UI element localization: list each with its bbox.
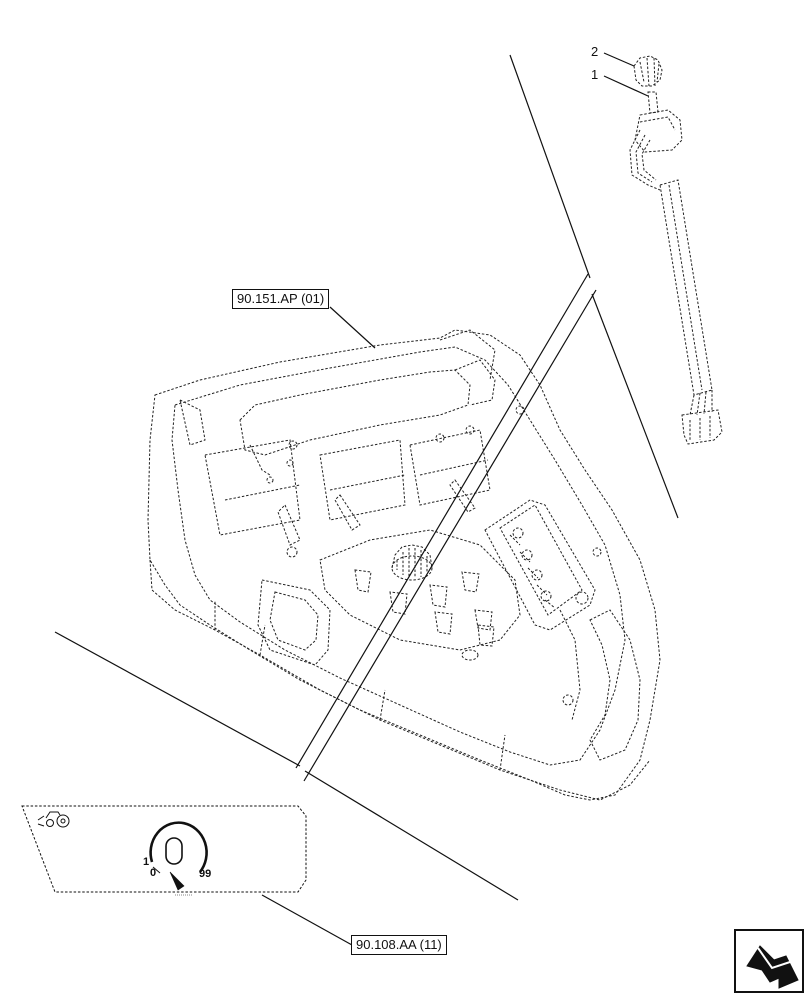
callout-item-1: 1	[591, 67, 599, 82]
dial-min-label-0: 0	[150, 867, 157, 879]
control-label-decal	[21, 805, 307, 896]
leader-lines	[54, 52, 679, 946]
potentiometer-shaft	[647, 91, 659, 114]
reference-label[interactable]: 90.108.AA (11)	[351, 935, 447, 955]
armrest-console	[147, 329, 661, 801]
next-page-button[interactable]	[734, 929, 804, 993]
rotary-speed-dial	[149, 821, 208, 896]
tractor-icon	[37, 811, 70, 828]
dial-max-label: 99	[199, 868, 212, 880]
knob-cap	[633, 55, 663, 87]
dial-wedge-icon	[169, 871, 185, 891]
callout-item-2: 2	[591, 44, 599, 59]
potentiometer-assembly	[629, 55, 723, 445]
reference-armrest[interactable]: 90.151.AP (01)	[232, 289, 330, 309]
dial-min-label-1: 1	[143, 856, 150, 868]
